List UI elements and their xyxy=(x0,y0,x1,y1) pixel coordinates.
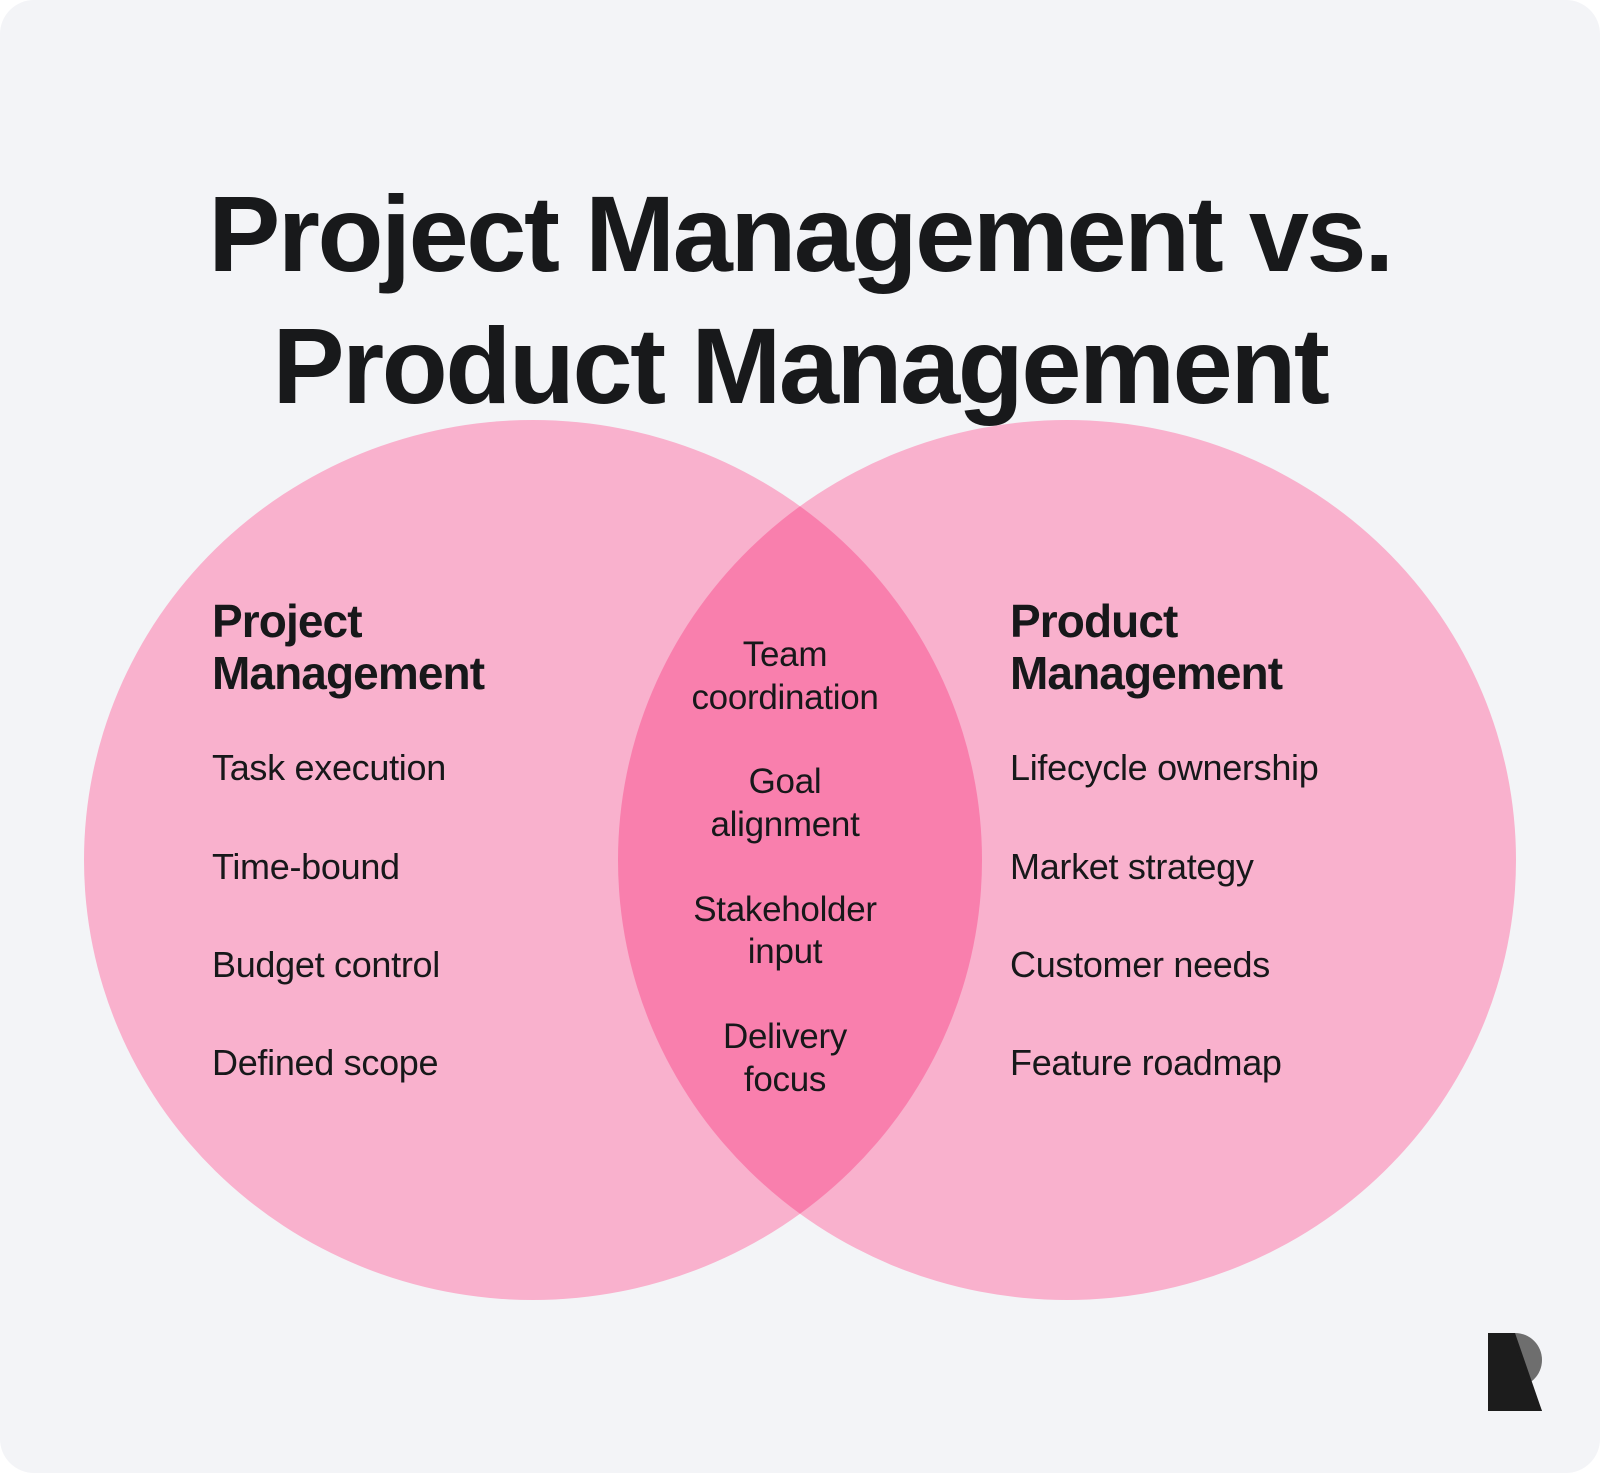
venn-set-right: Product Management Lifecycle ownership M… xyxy=(1010,595,1440,1141)
venn-set-left-heading: Project Management xyxy=(212,595,485,699)
venn-intersection-item: Delivery focus xyxy=(722,1017,847,1099)
venn-set-left-item: Defined scope xyxy=(212,1042,439,1084)
venn-set-left-item: Time-bound xyxy=(212,845,400,887)
venn-intersection-item: Stakeholder input xyxy=(693,889,877,972)
venn-intersection-item: Goal alignment xyxy=(710,762,860,845)
page-title-line-2: Product Management xyxy=(272,305,1330,427)
brand-logo-r-icon xyxy=(1480,1333,1546,1411)
venn-overlap-lens xyxy=(618,420,982,1300)
venn-set-left-item: Budget control xyxy=(212,943,440,985)
venn-set-right-item: Customer needs xyxy=(1010,943,1270,985)
venn-intersection-item: Team coordination xyxy=(691,635,879,717)
venn-set-right-item: Feature roadmap xyxy=(1010,1042,1282,1084)
page-title-line-1: Project Management vs. xyxy=(208,173,1394,295)
venn-set-left: Project Management Task execution Time-b… xyxy=(212,595,612,1141)
venn-set-right-item: Lifecycle ownership xyxy=(1010,747,1319,789)
venn-set-right-heading: Product Management xyxy=(1010,595,1283,699)
venn-set-right-item: Market strategy xyxy=(1010,845,1254,887)
venn-intersection: Team coordination Goal alignment Stakeho… xyxy=(640,634,930,1102)
venn-set-left-item: Task execution xyxy=(212,747,446,789)
page-title: Project Management vs. Product Managemen… xyxy=(0,168,1600,432)
